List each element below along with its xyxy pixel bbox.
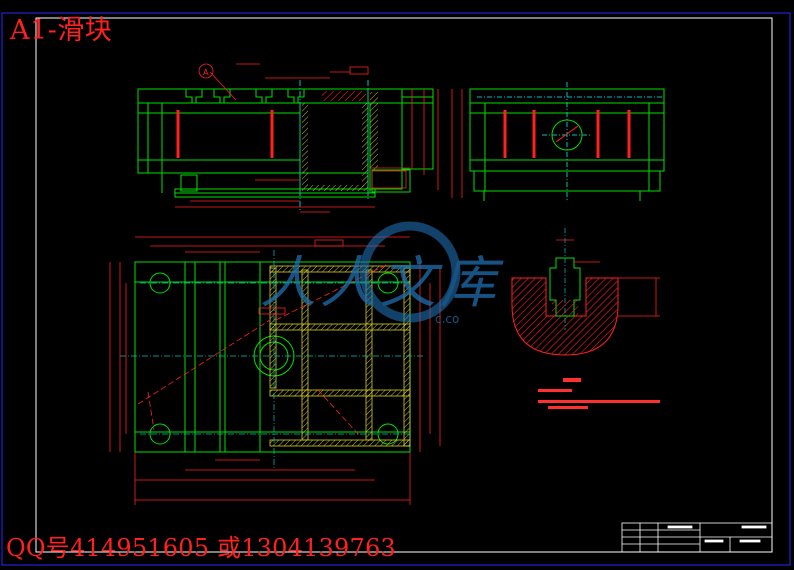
- inner-frame: [35, 17, 773, 553]
- front-view-dimensions: [175, 63, 463, 213]
- watermark-subtext: c.co: [435, 312, 460, 326]
- front-view: [137, 80, 434, 212]
- outer-border: [1, 12, 791, 566]
- plan-view-diagonals: [137, 263, 389, 437]
- title-block: [621, 522, 773, 553]
- watermark: 人人文库 c.co: [250, 220, 550, 330]
- front-view-hatch: [302, 91, 378, 191]
- drawing-title: A1-滑块: [10, 15, 113, 46]
- side-view-bolts: [503, 110, 631, 158]
- watermark-logo-icon: [359, 221, 461, 323]
- detail-section: [511, 228, 660, 356]
- plan-view-ribs: [269, 265, 411, 447]
- technical-notes: [538, 378, 660, 409]
- side-view: [469, 82, 665, 201]
- front-view-bolts: [176, 110, 274, 158]
- detail-marker: A: [203, 68, 209, 77]
- plan-view-dimensions: [109, 236, 441, 505]
- side-view-hole-hatch: [555, 125, 579, 143]
- watermark-text: 人人文库: [260, 251, 500, 316]
- contact-info: QQ号414951605 或1304139763: [6, 534, 396, 562]
